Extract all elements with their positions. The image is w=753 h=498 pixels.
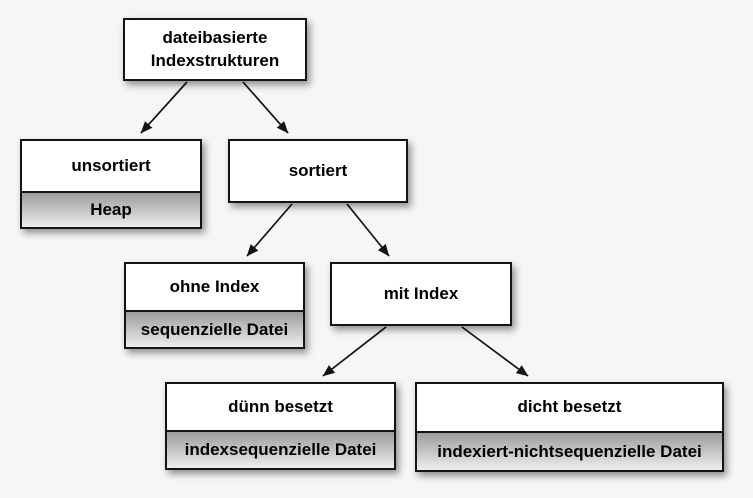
node-label: mit Index xyxy=(383,283,459,303)
edge-mit-index-to-duenn-besetzt xyxy=(322,326,387,377)
node-label: ohne Index xyxy=(169,276,260,296)
node-label: dateibasierte Indexstrukturen xyxy=(150,27,280,70)
node-sortiert: sortiert xyxy=(228,139,408,203)
node-label: dünn besetzt xyxy=(228,396,333,416)
node-dateibasierte-indexstrukturen: dateibasierte Indexstrukturen xyxy=(123,18,307,81)
node-mit-index: mit Index xyxy=(330,262,512,326)
node-label: dicht besetzt xyxy=(517,397,622,417)
node-dicht-besetzt: dicht besetzt indexiert-nichtsequenziell… xyxy=(415,382,724,472)
node-sublabel: sequenzielle Datei xyxy=(126,310,303,347)
edge-sortiert-to-mit-index xyxy=(346,203,390,257)
node-ohne-index: ohne Index sequenzielle Datei xyxy=(124,262,305,349)
node-label: sortiert xyxy=(288,160,348,180)
node-unsortiert: unsortiert Heap xyxy=(20,139,202,229)
edge-root-to-unsortiert xyxy=(140,81,188,134)
edge-root-to-sortiert xyxy=(242,81,289,134)
node-duenn-besetzt: dünn besetzt indexsequenzielle Datei xyxy=(165,382,396,470)
node-sublabel: indexsequenzielle Datei xyxy=(167,430,394,468)
node-sublabel: Heap xyxy=(22,191,200,227)
node-sublabel: indexiert-nichtsequenzielle Datei xyxy=(417,431,722,470)
node-label: unsortiert xyxy=(71,155,151,175)
edge-sortiert-to-ohne-index xyxy=(246,203,293,257)
edge-mit-index-to-dicht-besetzt xyxy=(461,326,529,377)
